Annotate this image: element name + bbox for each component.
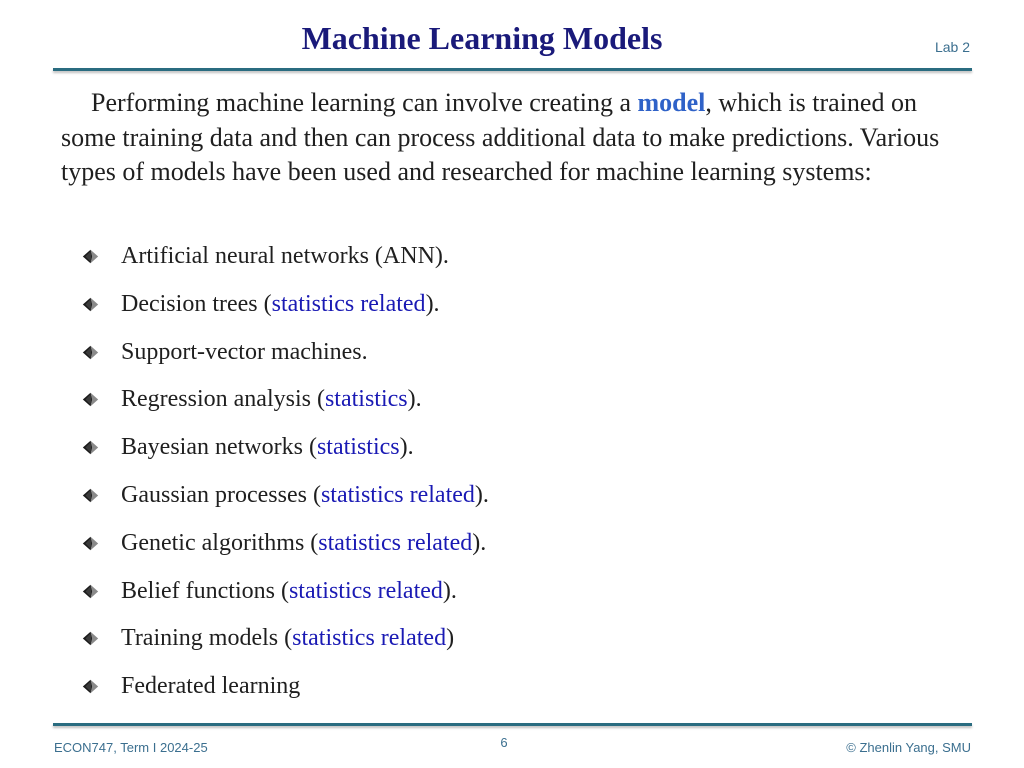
item-label: Genetic algorithms ( [121,529,319,556]
list-item: Genetic algorithms (statistics related). [80,523,960,571]
item-link[interactable]: statistics [316,434,400,461]
item-label: Decision trees ( [121,290,272,317]
page-number: 6 [500,735,508,750]
list-item: Artificial neural networks (ANN). [80,236,960,284]
list-item-text: Artificial neural networks (ANN). [121,236,449,276]
list-item: Support-vector machines. [80,332,960,380]
item-label: Belief functions ( [121,577,289,604]
item-label: Artificial neural networks (ANN). [121,243,449,269]
item-link[interactable]: statistics related [271,290,426,317]
list-item-text: Belief functions (statistics related). [121,571,457,611]
arrow-bullet-icon [82,632,99,646]
list-item-text: Bayesian networks (statistics). [121,427,414,467]
item-suffix: ) [446,625,455,652]
list-item: Decision trees (statistics related). [80,284,960,332]
arrow-bullet-icon [82,345,99,359]
intro-text-before: Performing machine learning can involve … [91,88,638,117]
slide-title: Machine Learning Models [301,20,663,56]
item-label: Training models ( [121,625,293,652]
list-item-text: Genetic algorithms (statistics related). [121,523,486,563]
arrow-bullet-icon [82,440,99,455]
item-link[interactable]: statistics related [318,529,473,556]
intro-keyword: model [637,88,706,117]
footer-divider [53,723,972,726]
item-link[interactable]: statistics related [292,625,447,652]
item-suffix: ). [407,386,422,413]
list-item-text: Support-vector machines. [121,332,368,372]
item-label: Federated learning [121,673,301,700]
arrow-bullet-icon [82,679,99,694]
lab-label: Lab 2 [934,39,970,55]
list-item: Federated learning [80,666,960,714]
list-item-text: Federated learning [121,666,300,706]
item-suffix: ). [474,481,489,508]
header-divider [53,68,972,71]
item-label: Regression analysis ( [121,386,325,413]
list-item: Belief functions (statistics related). [80,571,960,619]
list-item-text: Regression analysis (statistics). [121,379,422,419]
list-item: Regression analysis (statistics). [80,379,960,427]
arrow-bullet-icon [82,393,99,407]
list-item-text: Training models (statistics related) [121,618,454,658]
list-item: Bayesian networks (statistics). [80,427,960,475]
item-suffix: ). [472,529,487,556]
item-label: Bayesian networks ( [121,434,317,461]
intro-paragraph: Performing machine learning can involve … [61,86,971,190]
item-suffix: ). [425,290,440,317]
list-item: Gaussian processes (statistics related). [80,475,960,523]
list-item: Training models (statistics related) [80,618,960,666]
arrow-bullet-icon [82,249,99,264]
arrow-bullet-icon [82,297,99,312]
arrow-bullet-icon [82,488,99,503]
item-label: Support-vector machines. [121,338,368,365]
course-label: ECON747, Term I 2024-25 [54,740,208,755]
item-link[interactable]: statistics [324,386,408,413]
item-suffix: ). [399,434,414,461]
item-label: Gaussian processes ( [121,481,321,508]
arrow-bullet-icon [82,584,99,598]
arrow-bullet-icon [82,536,99,551]
item-link[interactable]: statistics related [288,577,443,604]
list-item-text: Decision trees (statistics related). [121,284,440,324]
copyright-label: © Zhenlin Yang, SMU [846,740,971,755]
item-link[interactable]: statistics related [320,481,475,508]
intro-text-after: , which is trained on some training data… [61,88,940,186]
list-item-text: Gaussian processes (statistics related). [121,475,489,515]
item-suffix: ). [442,577,457,604]
model-list: Artificial neural networks (ANN). Decisi… [80,236,960,714]
